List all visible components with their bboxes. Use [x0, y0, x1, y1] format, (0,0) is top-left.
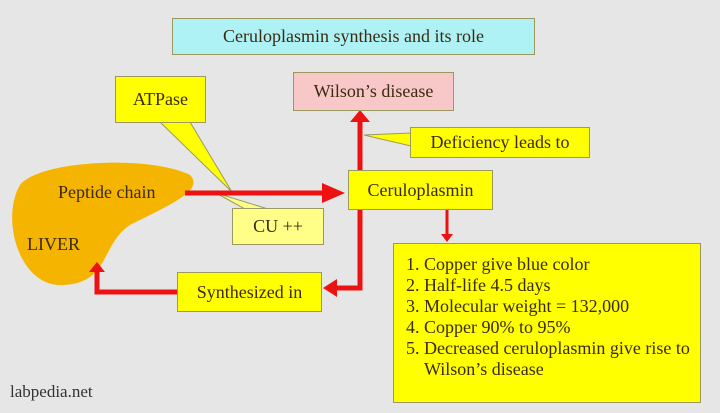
fact-item: Decreased ceruloplasmin give rise to Wil…: [424, 338, 700, 380]
facts-box: Copper give blue color Half-life 4.5 day…: [393, 243, 701, 403]
synthesized-in-box: Synthesized in: [177, 272, 322, 312]
deficiency-callout-tail: [363, 132, 412, 147]
fact-item: Half-life 4.5 days: [424, 275, 700, 296]
watermark: labpedia.net: [10, 382, 93, 401]
deficiency-callout: Deficiency leads to: [410, 127, 590, 158]
liver-shape: [12, 162, 194, 285]
facts-list: Copper give blue color Half-life 4.5 day…: [394, 254, 700, 380]
cu-callout: CU ++: [232, 208, 324, 245]
atpase-callout: ATPase: [115, 76, 206, 123]
peptide-chain-label: Peptide chain: [58, 182, 156, 202]
fact-item: Molecular weight = 132,000: [424, 296, 700, 317]
fact-item: Copper give blue color: [424, 254, 700, 275]
title-box: Ceruloplasmin synthesis and its role: [172, 18, 535, 55]
ceruloplasmin-box: Ceruloplasmin: [348, 170, 493, 210]
wilsons-disease-box: Wilson’s disease: [293, 72, 454, 111]
fact-item: Copper 90% to 95%: [424, 317, 700, 338]
liver-label: LIVER: [27, 234, 80, 254]
liver-arrow: [94, 270, 177, 295]
